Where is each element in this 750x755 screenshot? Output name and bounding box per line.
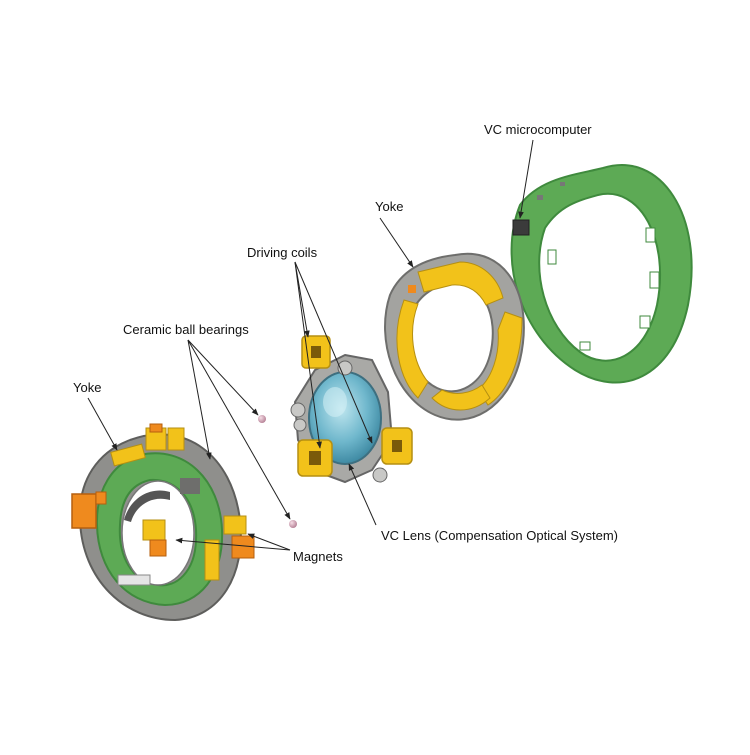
label-magnets: Magnets bbox=[293, 549, 343, 564]
ball-bearing-icon bbox=[258, 415, 266, 423]
vc-lens-unit bbox=[290, 335, 413, 484]
label-yoke-left: Yoke bbox=[73, 380, 102, 395]
yoke-left-assembly bbox=[71, 423, 255, 622]
leader-lines bbox=[87, 139, 534, 551]
yoke-right-yellow-bottom bbox=[431, 384, 491, 411]
magnet-mid-pair bbox=[142, 519, 167, 557]
chip-icon bbox=[512, 219, 530, 236]
connector-block bbox=[71, 493, 97, 529]
yoke-left-yellow-right bbox=[204, 539, 220, 581]
ball-bearing-icon bbox=[289, 520, 297, 528]
vc-pcb-board bbox=[510, 164, 693, 384]
yoke-right-yellow-right bbox=[477, 311, 523, 406]
label-vc-microcomputer: VC microcomputer bbox=[484, 122, 592, 137]
yoke-right-yellow-top bbox=[417, 261, 504, 306]
label-ceramic-ball-bearings: Ceramic ball bearings bbox=[123, 322, 249, 337]
yoke-left-yellow-top bbox=[110, 443, 146, 467]
yoke-right-part bbox=[384, 252, 525, 421]
driving-coil-top bbox=[301, 335, 331, 369]
yoke-right-yellow-left bbox=[396, 299, 429, 399]
label-driving-coils: Driving coils bbox=[247, 245, 318, 260]
label-vc-lens: VC Lens (Compensation Optical System) bbox=[381, 528, 618, 543]
magnet-top-pair bbox=[145, 423, 185, 451]
driving-coil-right bbox=[381, 427, 413, 465]
driving-coil-left bbox=[297, 439, 333, 477]
label-yoke-right: Yoke bbox=[375, 199, 404, 214]
